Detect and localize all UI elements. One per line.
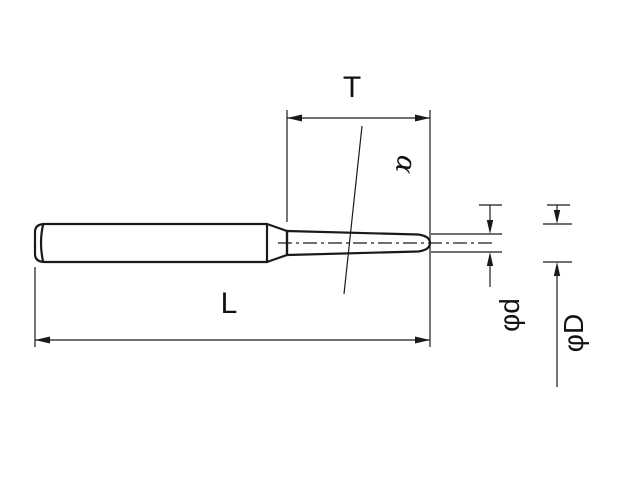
- dimension-overall-length: L: [34, 267, 430, 347]
- label-overall-length: L: [221, 287, 238, 320]
- arrow-phi-D-up: [553, 262, 561, 276]
- neck-taper-bottom: [265, 253, 289, 264]
- dimension-cut-length: T: [286, 71, 431, 347]
- label-taper-angle: α: [389, 153, 423, 176]
- label-cut-length: T: [343, 71, 361, 104]
- arrow-phi-d-up: [486, 252, 494, 266]
- part-side-view: [33, 222, 502, 264]
- dimension-taper-angle: α: [343, 125, 423, 295]
- dimension-shank-diameter: φD: [543, 204, 589, 387]
- arrow-L-right: [415, 336, 430, 344]
- angle-leader-line: [343, 125, 363, 295]
- label-shank-diameter: φD: [558, 314, 589, 352]
- label-tip-diameter: φd: [494, 298, 525, 332]
- dimension-tip-diameter: φd: [479, 204, 525, 332]
- arrow-T-left: [287, 114, 302, 122]
- neck-taper-top: [265, 222, 289, 233]
- arrow-phi-d-down: [486, 220, 494, 234]
- arrow-phi-D-down: [553, 210, 561, 224]
- shank-end-cap-arc: [39, 223, 45, 263]
- shank-outline: [33, 222, 269, 264]
- arrow-T-right: [415, 114, 430, 122]
- arrow-L-left: [35, 336, 50, 344]
